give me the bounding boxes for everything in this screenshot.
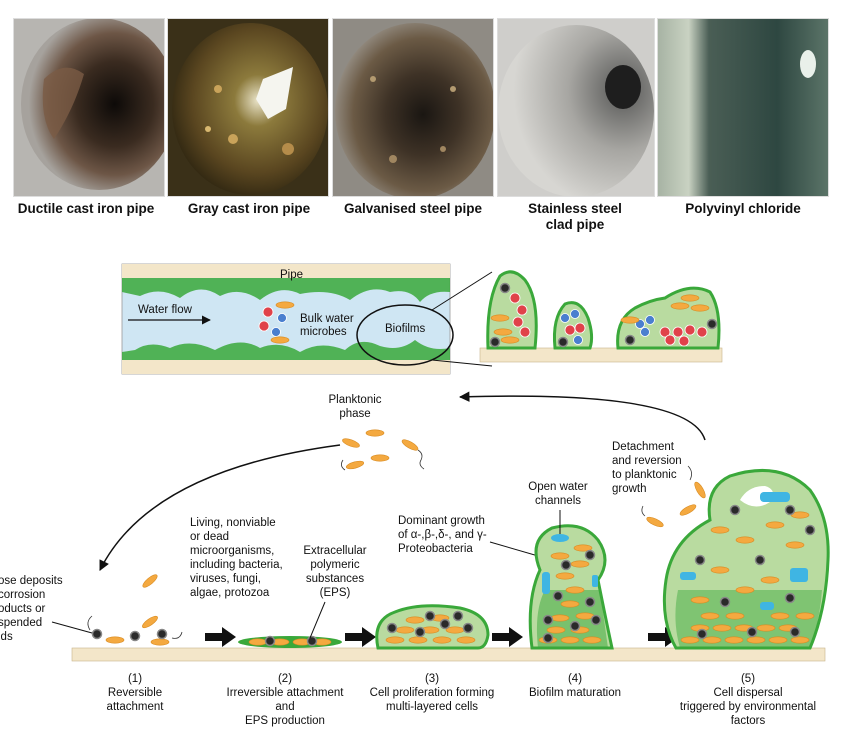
return-arrow bbox=[458, 391, 706, 441]
loose-deposits-2: corrosion bbox=[0, 589, 45, 601]
biofilm-highlight bbox=[356, 304, 454, 366]
photo-polyvinyl-chloride bbox=[657, 18, 829, 197]
zoomed-biofilm bbox=[479, 270, 723, 363]
eps-4: (EPS) bbox=[320, 587, 351, 599]
dominant-2: of α-,β-,δ-, and γ- bbox=[398, 529, 487, 541]
stage-3-line2: multi-layered cells bbox=[386, 701, 478, 713]
pipe-label: Pipe bbox=[280, 269, 303, 281]
micro-3: microorganisms, bbox=[190, 545, 274, 557]
loose-deposits-3: oducts or bbox=[0, 603, 45, 615]
pipe-label-galvanised: Galvanised steel pipe bbox=[343, 201, 483, 216]
planktonic-label-2: phase bbox=[339, 408, 370, 420]
stage-arrow-3 bbox=[492, 627, 523, 647]
stage-5 bbox=[641, 465, 830, 650]
detachment-2: and reversion bbox=[612, 455, 682, 467]
stage-2-line3: EPS production bbox=[245, 715, 325, 727]
stage-4 bbox=[528, 524, 614, 650]
stage-5-line1: Cell dispersal bbox=[713, 687, 782, 699]
biofilm-diagram: Pipe Water flow Bulk water microbes Biof… bbox=[0, 263, 830, 727]
stage-2-num: (2) bbox=[278, 673, 292, 685]
eps-1: Extracellular bbox=[303, 545, 366, 557]
stage-3-line1: Cell proliferation forming bbox=[370, 687, 495, 699]
eps-2: polymeric bbox=[310, 559, 359, 571]
stage-2 bbox=[238, 635, 342, 648]
loose-deposits-4: spended bbox=[0, 617, 42, 629]
bulk-water-label: Bulk water bbox=[300, 313, 354, 325]
micro-4: including bacteria, bbox=[190, 559, 283, 571]
photo-galvanised-steel bbox=[332, 18, 494, 197]
stage-2-line1: Irreversible attachment bbox=[227, 687, 345, 699]
micro-2: or dead bbox=[190, 531, 229, 543]
open-water-2: channels bbox=[535, 495, 581, 507]
stage-1-line1: Reversible bbox=[108, 687, 162, 699]
photo-gray-cast-iron bbox=[167, 18, 329, 197]
stage-1 bbox=[87, 572, 183, 646]
stage-1-line2: attachment bbox=[107, 701, 165, 713]
dominant-3: Proteobacteria bbox=[398, 543, 473, 555]
photo-ductile-cast-iron bbox=[13, 18, 165, 197]
micro-6: algae, protozoa bbox=[190, 587, 270, 599]
stage-2-line2: and bbox=[275, 701, 294, 713]
bulk-microbes-label: microbes bbox=[300, 326, 347, 338]
eps-3: substances bbox=[306, 573, 364, 585]
stage-captions: (1) Reversible attachment (2) Irreversib… bbox=[107, 673, 817, 727]
planktonic-phase: Planktonic phase bbox=[328, 394, 425, 471]
pipe-label-pvc: Polyvinyl chloride bbox=[685, 201, 801, 216]
loose-deposits-5: ids bbox=[0, 631, 13, 643]
detachment-3: to planktonic bbox=[612, 469, 677, 481]
stage-arrow-1 bbox=[205, 627, 236, 647]
pipe-label-gray: Gray cast iron pipe bbox=[187, 201, 311, 216]
micro-1: Living, nonviable bbox=[190, 517, 276, 529]
planktonic-label-1: Planktonic bbox=[328, 394, 381, 406]
surface bbox=[71, 647, 826, 662]
biofilms-label: Biofilms bbox=[385, 323, 426, 335]
photo-stainless-steel-clad bbox=[497, 18, 655, 197]
stage-4-num: (4) bbox=[568, 673, 582, 685]
attach-arrow bbox=[99, 444, 341, 571]
open-water-1: Open water bbox=[528, 481, 588, 493]
stage-1-num: (1) bbox=[128, 673, 142, 685]
pipe-schematic: Pipe Water flow Bulk water microbes Biof… bbox=[121, 263, 493, 375]
stage-3-num: (3) bbox=[425, 673, 439, 685]
stage-3 bbox=[375, 604, 490, 650]
stage-arrow-2 bbox=[345, 627, 376, 647]
stage-5-line2: triggered by environmental bbox=[680, 701, 816, 713]
detachment-4: growth bbox=[612, 483, 647, 495]
pipe-label-stainless: Stainless steel clad pipe bbox=[528, 201, 622, 232]
detachment-1: Detachment bbox=[612, 441, 675, 453]
stage-4-line1: Biofilm maturation bbox=[529, 687, 621, 699]
water-flow-label: Water flow bbox=[138, 304, 193, 316]
loose-deposits-1: ose deposits bbox=[0, 575, 63, 587]
pipe-label-ductile: Ductile cast iron pipe bbox=[17, 201, 155, 216]
micro-5: viruses, fungi, bbox=[190, 573, 261, 585]
stage-5-num: (5) bbox=[741, 673, 755, 685]
dominant-1: Dominant growth bbox=[398, 515, 485, 527]
stage-5-line3: factors bbox=[731, 715, 766, 727]
